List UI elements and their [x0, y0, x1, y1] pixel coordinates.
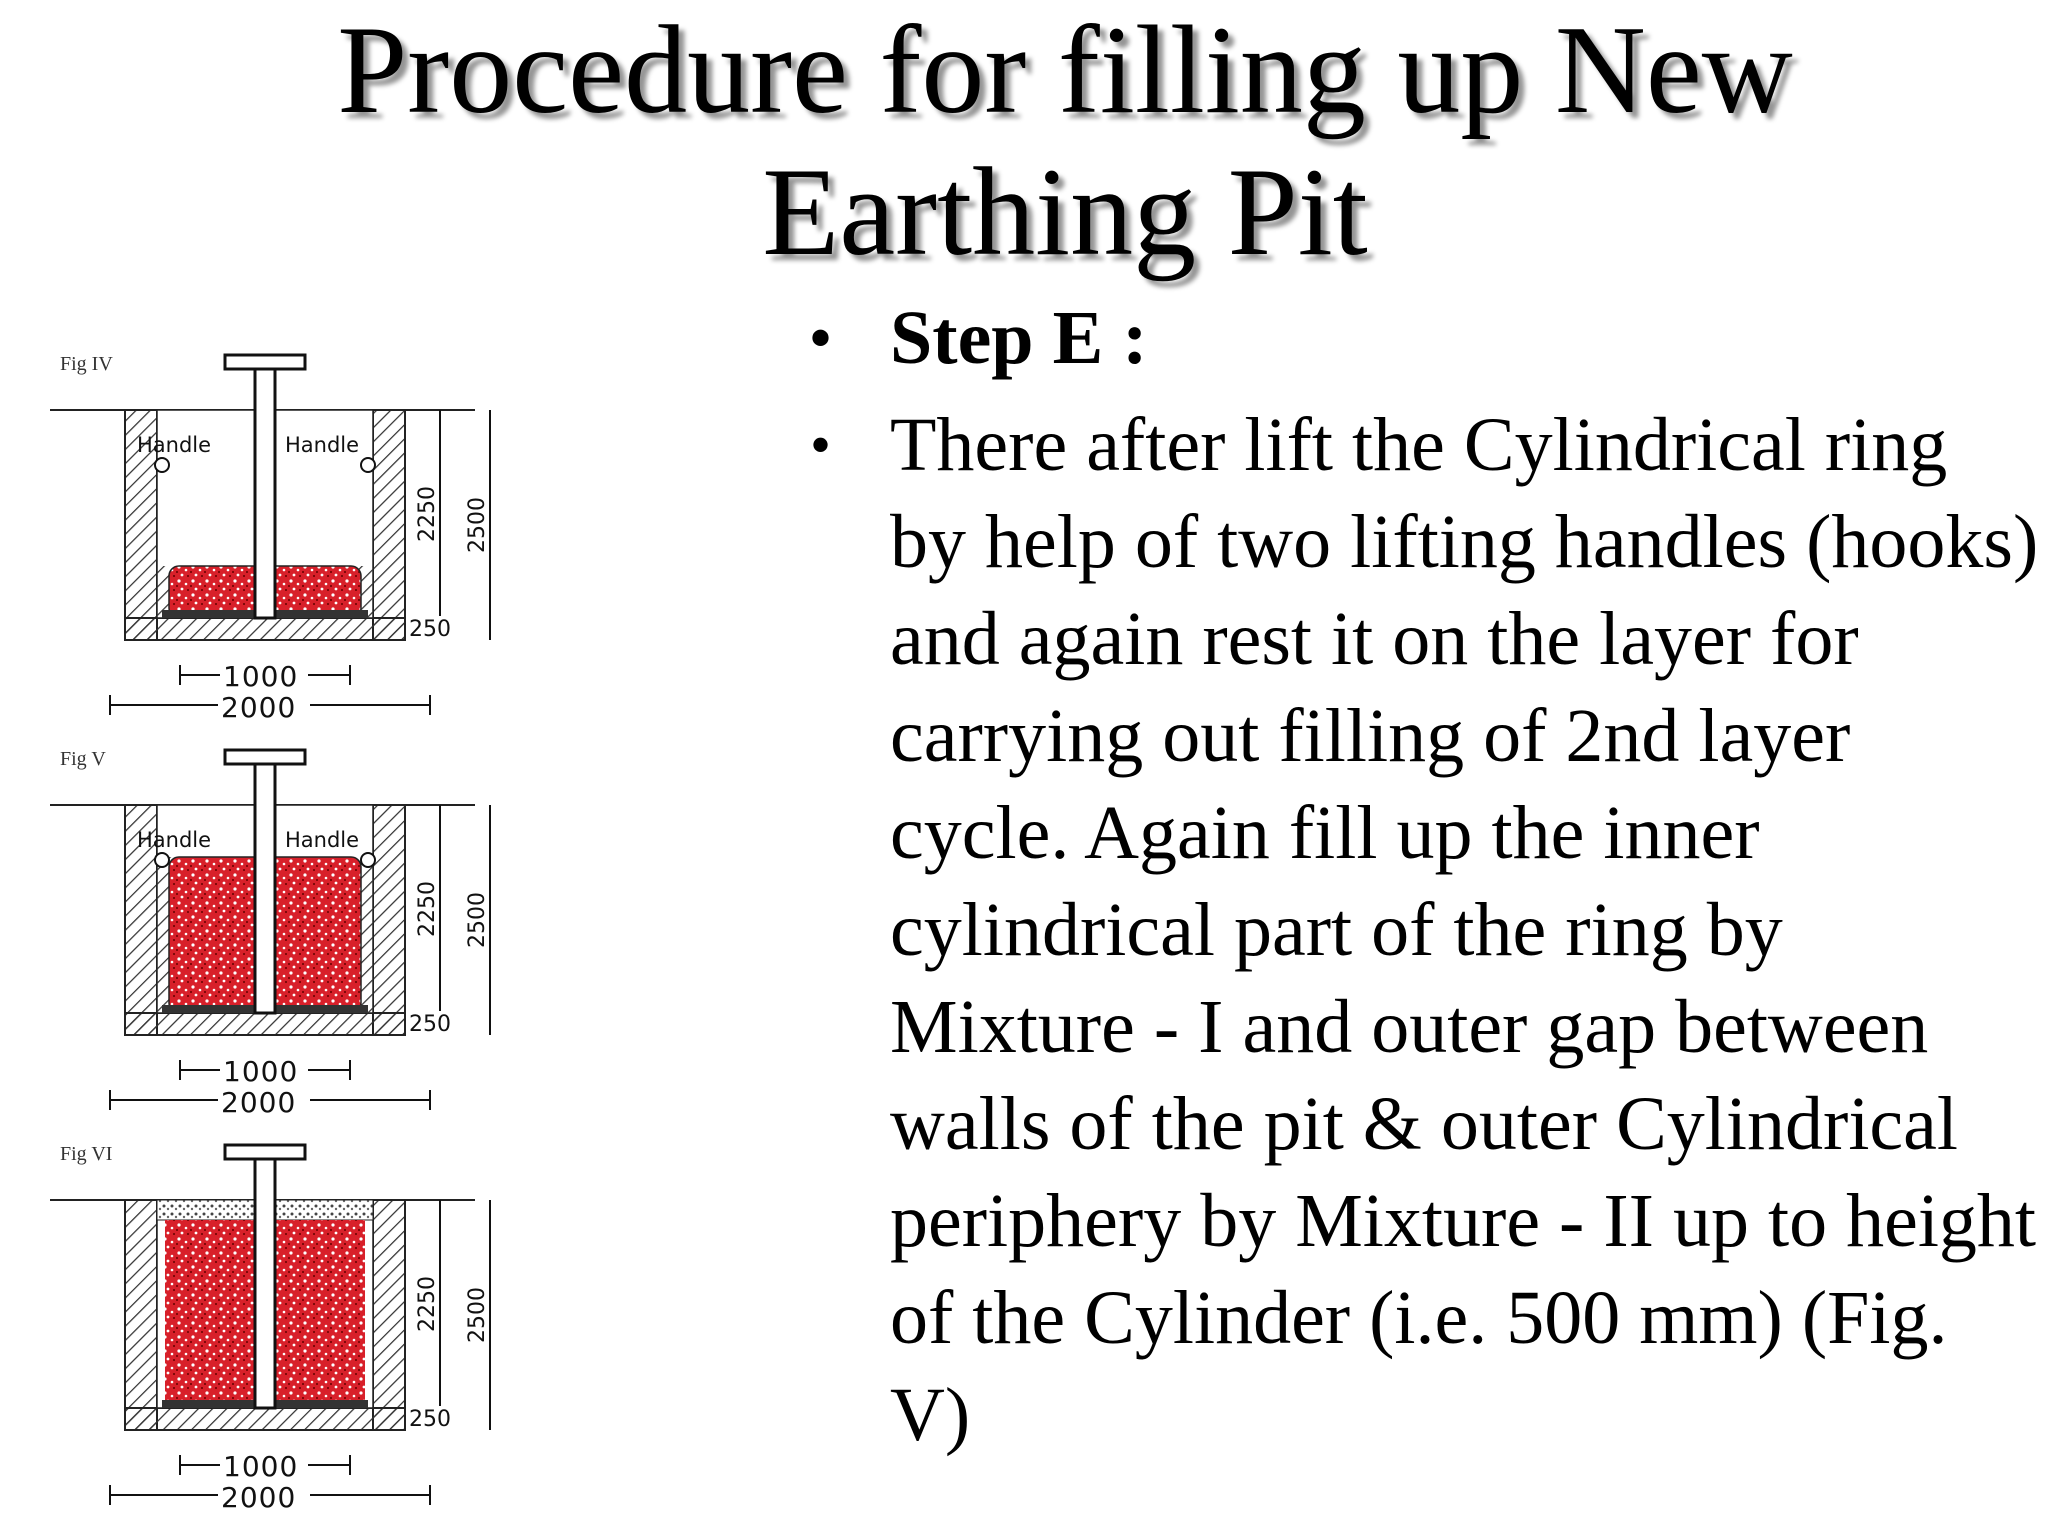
electrode-cap	[223, 748, 307, 766]
figure-label: Fig V	[60, 748, 106, 770]
dimension-total-height: 2500	[465, 1287, 490, 1343]
dimension-inner-width: 1000	[223, 660, 298, 693]
dimension-label-bg	[220, 1448, 308, 1480]
bullet-list: • Step E : • There after lift the Cylind…	[810, 290, 2040, 1464]
dimension-label-bg	[220, 658, 308, 690]
page-title: Procedure for filling up New Earthing Pi…	[0, 0, 2048, 284]
bullet-step-description: • There after lift the Cylindrical ring …	[810, 397, 2040, 1464]
pit-base	[124, 1012, 406, 1036]
dimension-base: 250	[409, 1407, 451, 1432]
electrode-pipe	[253, 758, 277, 1015]
pit-wall-right	[372, 1199, 406, 1431]
pit-base	[124, 617, 406, 641]
dimension-inner-width: 1000	[223, 1055, 298, 1088]
title-line-1: Procedure for filling up New	[337, 1, 1793, 140]
figure-label: Fig VI	[60, 1143, 112, 1165]
figure-label: Fig IV	[60, 353, 113, 375]
dimension-base: 250	[409, 617, 451, 642]
handle-label-right: Handle	[285, 828, 359, 852]
dimension-outer-width: 2000	[221, 1481, 296, 1514]
dimension-inner-width: 1000	[223, 1450, 298, 1483]
dimension-inner-height: 2250	[415, 881, 440, 937]
dimension-base-bg	[407, 616, 455, 640]
dimension-label-bg	[218, 690, 310, 722]
pit-wall-left	[124, 1199, 158, 1431]
dimension-base-bg	[407, 1011, 455, 1035]
electrode-cap	[223, 353, 307, 371]
pit-base	[124, 1407, 406, 1431]
dimension-outer-width: 2000	[221, 1086, 296, 1119]
pit-wall-left	[124, 804, 158, 1036]
bullet-step-heading: • Step E :	[810, 290, 2040, 387]
bullet-icon: •	[810, 305, 832, 371]
dimension-inner-height: 2250	[415, 1276, 440, 1332]
dimension-total-height: 2500	[465, 892, 490, 948]
bullet-icon: •	[810, 412, 832, 478]
handle-label-left: Handle	[137, 433, 211, 457]
dimension-label-bg	[220, 1053, 308, 1085]
electrode-cap	[223, 1143, 307, 1161]
dimension-base: 250	[409, 1012, 451, 1037]
handle-hook-left	[154, 852, 170, 868]
bullet-text: There after lift the Cylindrical ring by…	[890, 403, 2039, 1457]
handle-hook-left	[154, 457, 170, 473]
dimension-total-height: 2500	[465, 497, 490, 553]
handle-hook-right	[360, 852, 376, 868]
pit-wall-right	[372, 409, 406, 641]
handle-label-left: Handle	[137, 828, 211, 852]
electrode-pipe	[253, 1153, 277, 1410]
electrode-pipe	[253, 363, 277, 620]
dimension-outer-width: 2000	[221, 691, 296, 724]
title-line-2: Earthing Pit	[762, 143, 1368, 282]
pit-wall-right	[372, 804, 406, 1036]
dimension-inner-height: 2250	[415, 486, 440, 542]
bullet-text: Step E :	[890, 296, 1148, 380]
dimension-base-bg	[407, 1406, 455, 1430]
dimension-label-bg	[218, 1085, 310, 1117]
handle-hook-right	[360, 457, 376, 473]
dimension-label-bg	[218, 1480, 310, 1512]
handle-label-right: Handle	[285, 433, 359, 457]
